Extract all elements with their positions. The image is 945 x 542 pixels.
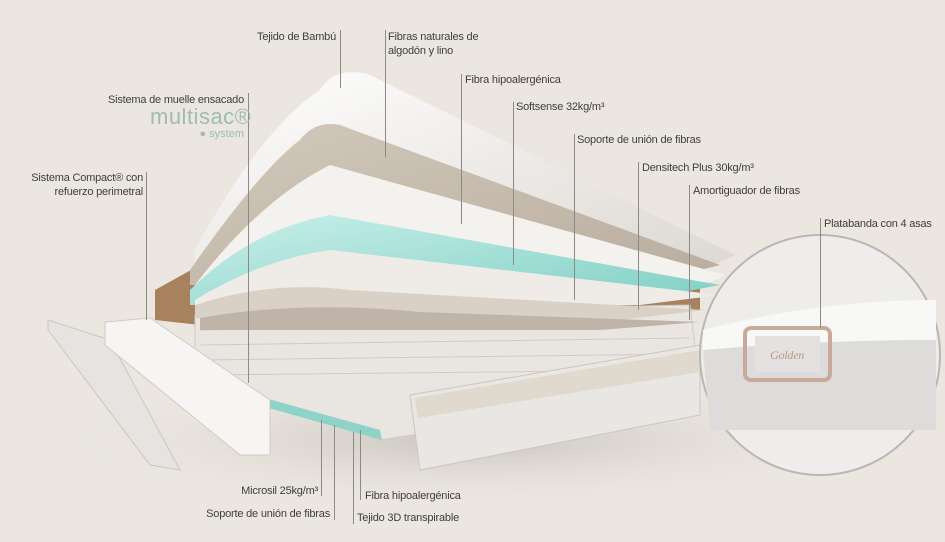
label-pocket-spring: Sistema de muelle ensacado <box>107 94 244 106</box>
label-fabric-3d: Tejido 3D transpirable <box>357 512 459 524</box>
leader-line <box>146 172 147 320</box>
label-softsense: Softsense 32kg/m³ <box>516 101 605 113</box>
label-border: Platabanda con 4 asas <box>824 218 932 230</box>
leader-line <box>360 430 361 500</box>
handle-icon <box>743 326 832 382</box>
label-compact-1: Sistema Compact® con <box>31 172 143 184</box>
leader-line <box>461 74 462 224</box>
leader-line <box>689 185 690 320</box>
label-compact-2: refuerzo perimetral <box>54 186 143 198</box>
leader-line <box>574 134 575 300</box>
leader-line <box>334 425 335 520</box>
inset-brand-label: Golden <box>770 348 805 362</box>
leader-line <box>638 162 639 310</box>
logo-name: multisac® <box>150 104 252 129</box>
leader-line <box>385 30 386 157</box>
label-fiber-support-top: Soporte de unión de fibras <box>577 134 701 146</box>
label-bamboo: Tejido de Bambú <box>257 31 336 43</box>
label-fiber-support-bottom: Soporte de unión de fibras <box>206 508 330 520</box>
leader-line <box>248 93 249 383</box>
label-fiber-damper: Amortiguador de fibras <box>693 185 800 197</box>
leader-line <box>321 420 322 496</box>
side-panel-outer <box>47 319 181 471</box>
logo-sub: ● system <box>199 128 244 140</box>
label-densitech: Densitech Plus 30kg/m³ <box>642 162 754 174</box>
label-hypo-bottom: Fibra hipoalergénica <box>365 490 461 502</box>
label-hypo-top: Fibra hipoalergénica <box>465 74 561 86</box>
label-microsil: Microsil 25kg/m³ <box>241 485 318 497</box>
leader-line <box>353 432 354 524</box>
label-natural-fibers-2: algodón y lino <box>388 45 454 57</box>
side-panel-compact <box>104 317 271 456</box>
layer-damper <box>200 307 700 330</box>
label-natural-fibers-1: Fibras naturales de <box>388 31 479 43</box>
leader-line <box>513 102 514 265</box>
leader-line <box>820 218 821 328</box>
leader-line <box>340 30 341 88</box>
multisac-logo: multisac® ● system <box>150 104 252 141</box>
